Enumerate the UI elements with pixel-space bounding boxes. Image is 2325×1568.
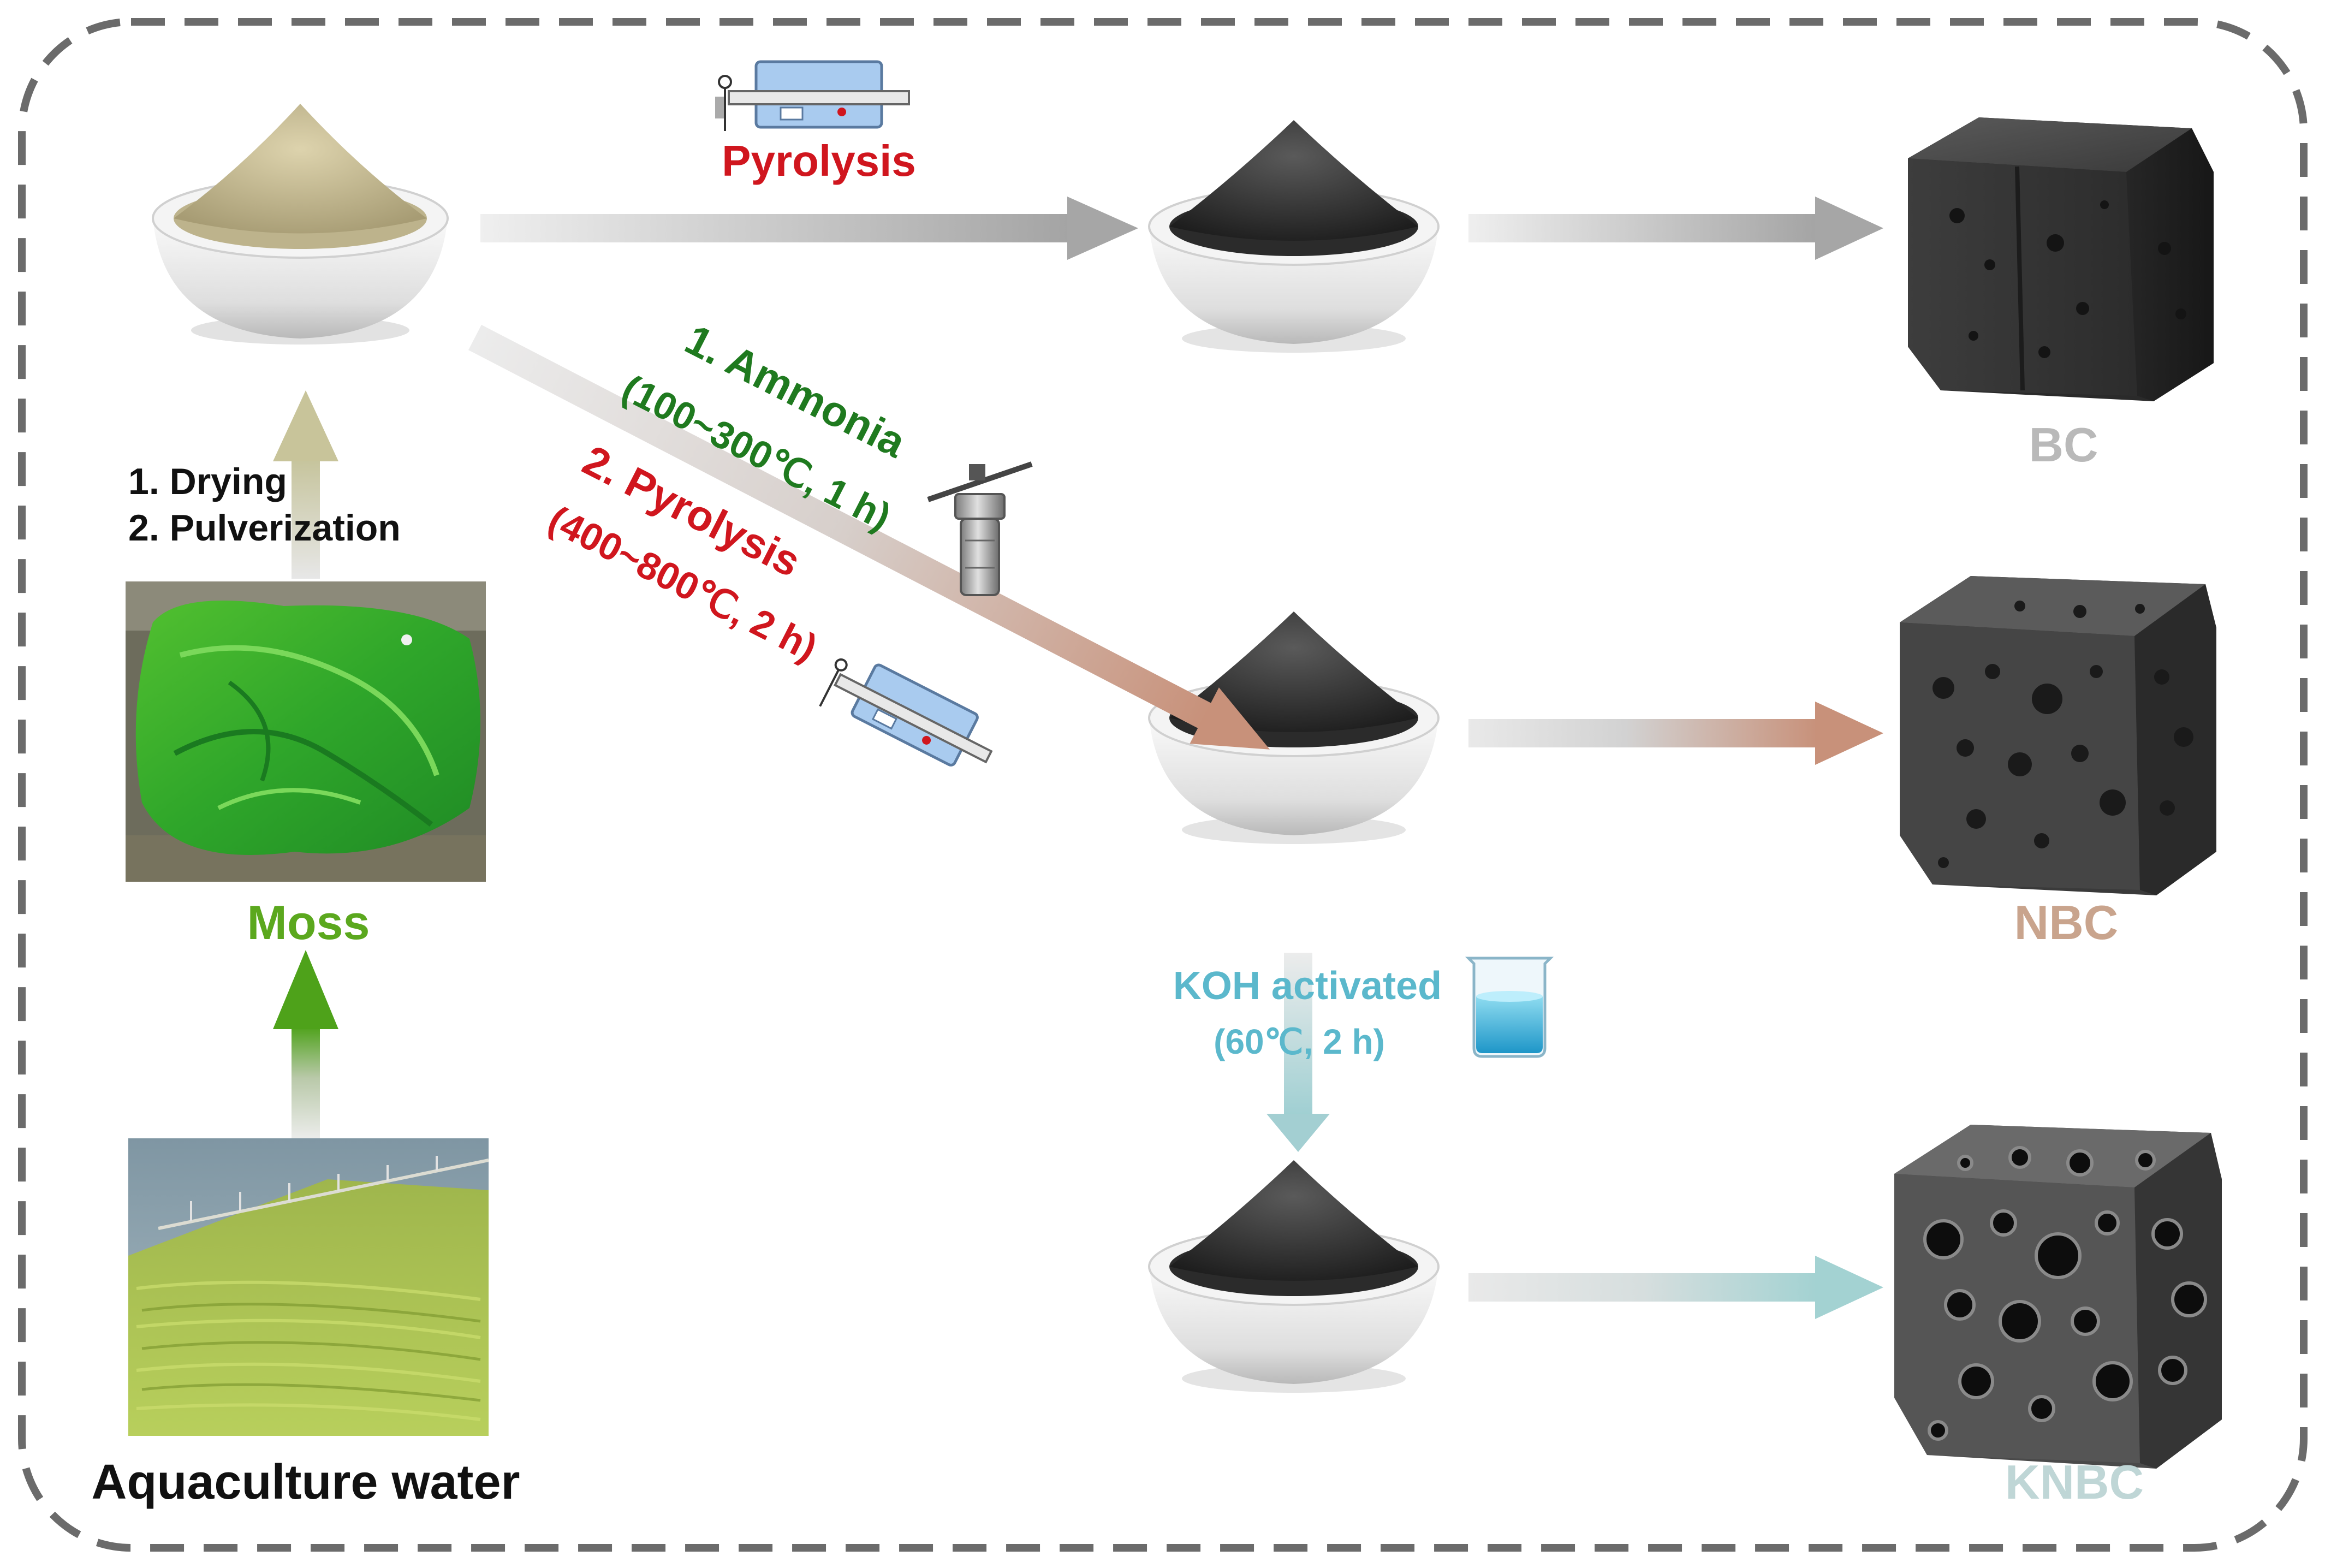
black-powder-bowl-mid <box>1148 611 1440 844</box>
tube-furnace-icon-diagonal <box>819 658 993 767</box>
tan-powder-bowl <box>152 104 449 345</box>
nbc-label: NBC <box>2014 895 2119 949</box>
arrow-to-bc <box>1468 197 1883 260</box>
knbc-cube <box>1894 1125 2222 1469</box>
tube-furnace-icon <box>715 60 910 131</box>
aquaculture-water-photo <box>128 1138 489 1436</box>
arrow-water-to-moss <box>273 950 338 1141</box>
nbc-cube <box>1900 576 2216 895</box>
bc-cube <box>1908 117 2214 401</box>
autoclave-icon <box>927 461 1033 596</box>
drying-label: 1. Drying <box>128 461 287 502</box>
aquaculture-water-label: Aquaculture water <box>91 1455 520 1510</box>
koh-condition-label: (60℃, 2 h) <box>1214 1022 1385 1061</box>
pulverization-label: 2. Pulverization <box>128 507 401 549</box>
dashed-frame <box>18 18 2308 1552</box>
knbc-label: KNBC <box>2005 1455 2144 1509</box>
black-powder-bowl-top <box>1148 120 1440 353</box>
arrow-to-nbc <box>1468 702 1883 765</box>
moss-label: Moss <box>247 895 370 949</box>
arrow-ammonia-pyrolysis <box>468 324 1270 750</box>
moss-photo <box>126 581 486 882</box>
arrow-pyrolysis <box>480 197 1138 260</box>
bc-label: BC <box>2029 418 2098 472</box>
koh-label: KOH activated <box>1173 964 1442 1008</box>
arrow-moss-to-powder <box>273 390 338 579</box>
arrow-to-knbc <box>1468 1256 1883 1319</box>
beaker-icon <box>1465 957 1554 1058</box>
arrow-koh <box>1266 953 1330 1152</box>
pyrolysis-label-top: Pyrolysis <box>722 136 916 185</box>
black-powder-bowl-bottom <box>1148 1160 1440 1393</box>
